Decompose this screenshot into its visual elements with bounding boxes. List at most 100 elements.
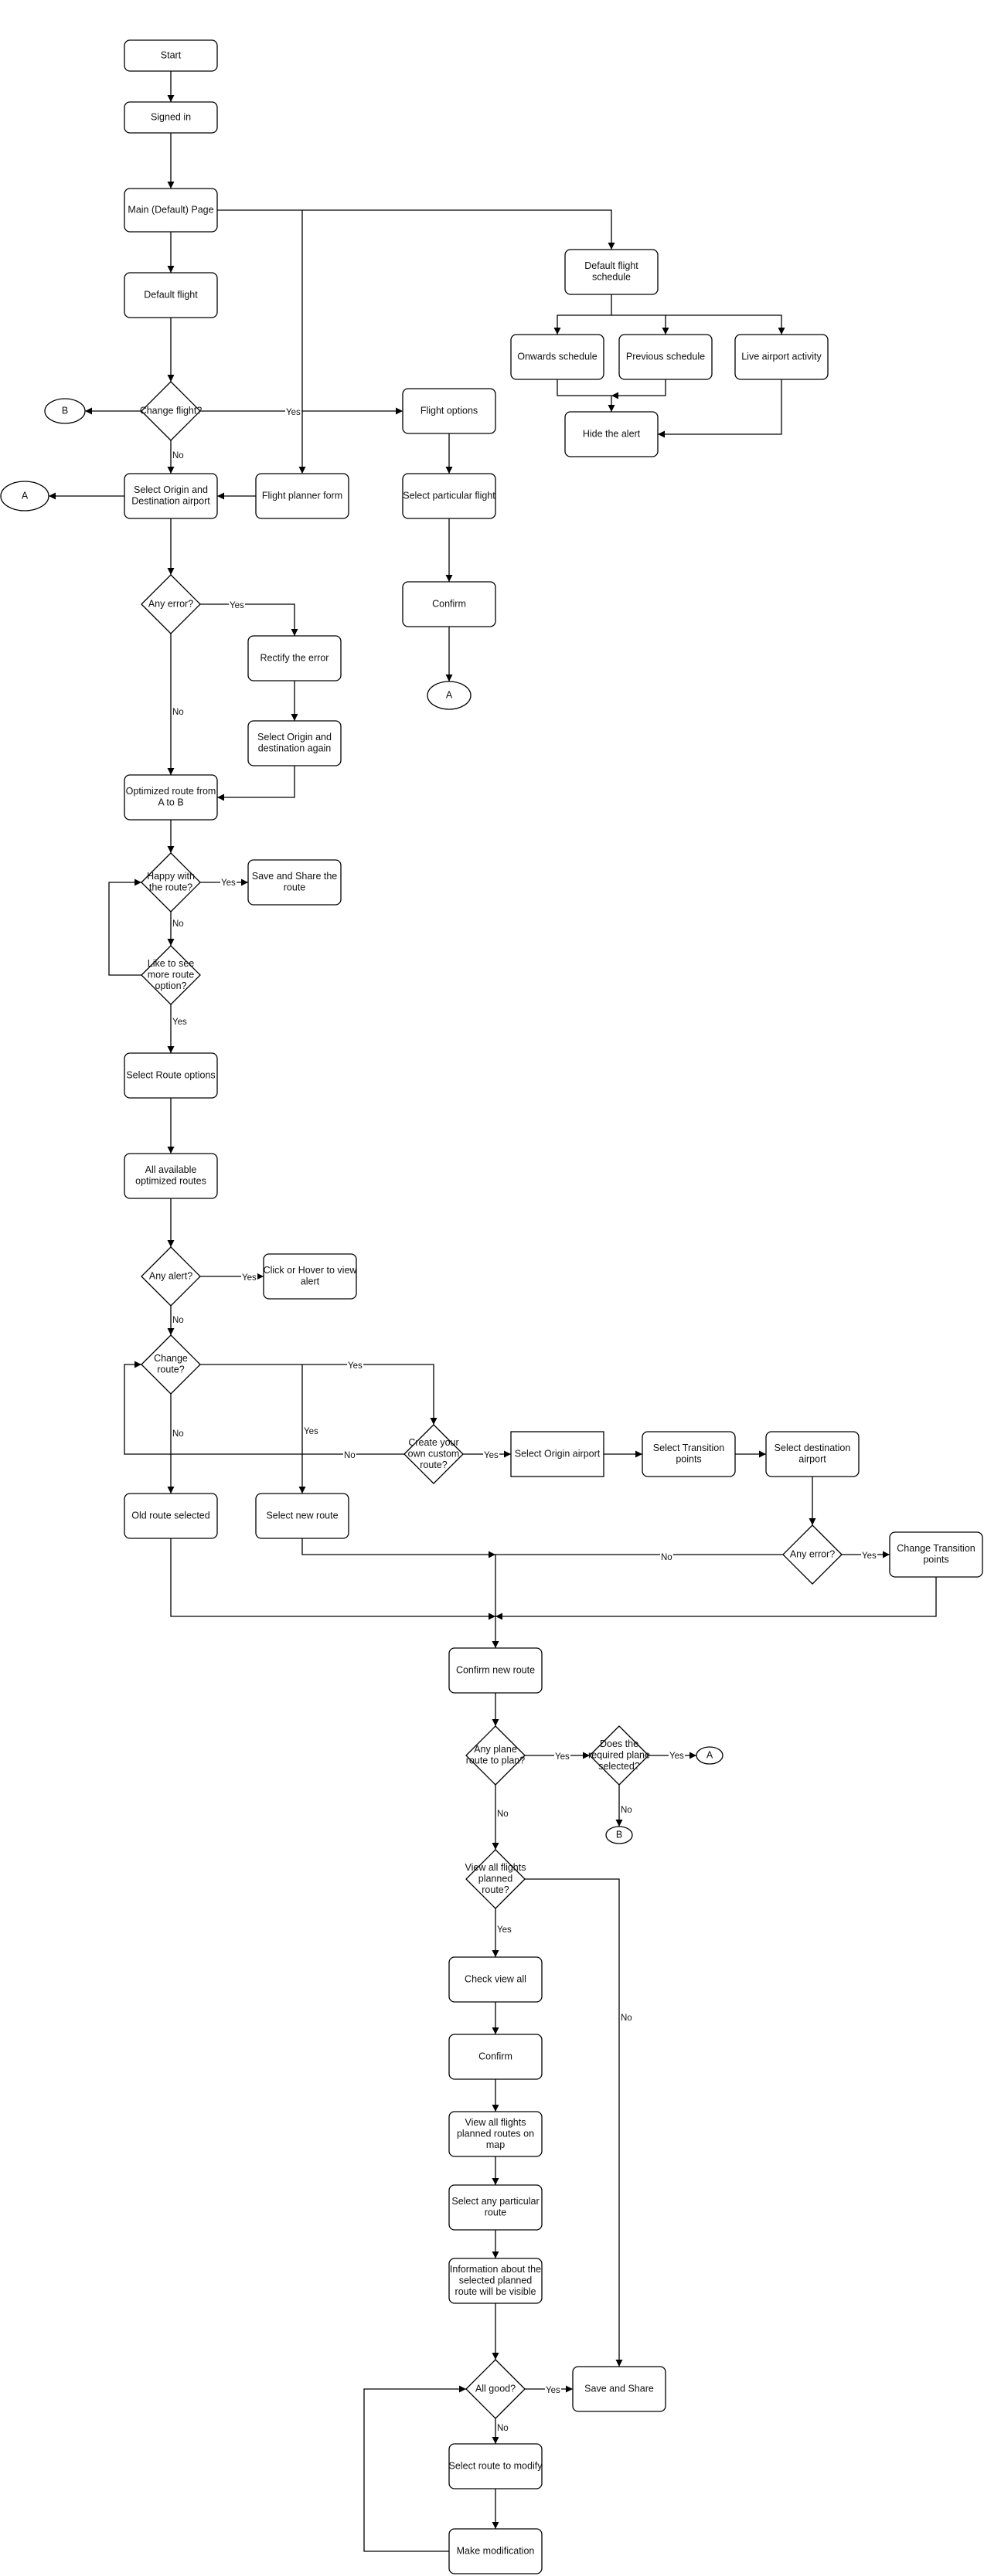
edge-label-plane_route-to-required_plane: Yes [555, 1752, 570, 1762]
edge-custom_route-to-change_route [124, 1361, 404, 1455]
edge-label-bg [303, 1427, 320, 1437]
edge-label-change_flight-to-flight_options: Yes [286, 408, 301, 417]
process-shape [448, 1647, 543, 1694]
node-label-line: Onwards schedule [517, 351, 598, 362]
node-flight-options: Flight options [402, 388, 496, 434]
node-label-line: Any plane [474, 1744, 517, 1755]
edge-label-bg [496, 1925, 513, 1935]
node-label-line: Select Origin and [257, 732, 332, 743]
edge-label-bg [285, 408, 302, 418]
edge-label-any_alert-to-click_hover: Yes [242, 1273, 257, 1283]
edge-label-bg [220, 878, 237, 889]
process-shape [564, 411, 659, 457]
node-label-line: Happy with [147, 871, 195, 882]
edge-label-custom_route-to-change_route: No [344, 1451, 356, 1460]
node-label-line: Start [161, 49, 182, 60]
node-label-line: Select Transition [653, 1443, 724, 1453]
process-shape [263, 1253, 357, 1300]
node-confirm-top: Confirm [402, 581, 496, 627]
process-shape [124, 473, 218, 519]
node-any-alert: Any alert? [141, 1246, 201, 1307]
process-shape [572, 2366, 666, 2412]
node-confirm-new-route: Confirm new route [448, 1647, 543, 1694]
process-shape [124, 1052, 218, 1099]
node-label-line: Default flight [144, 289, 198, 300]
node-label-line: Confirm new route [456, 1664, 535, 1675]
edge-main_page-to-default_schedule [302, 209, 615, 250]
process-shape [124, 39, 218, 72]
edge-label-view_all_q-to-save_share: No [621, 2014, 632, 2023]
node-label-line: Select any particular [451, 2196, 539, 2207]
node-label-line: View all flights [465, 2117, 526, 2128]
edge-like_more-to-happy [108, 878, 141, 976]
decision-shape [403, 1424, 464, 1484]
node-confirm-bottom: Confirm [448, 2034, 543, 2080]
node-label-line: route to plan? [466, 1755, 525, 1766]
process-shape [124, 1153, 218, 1199]
process-shape [448, 2111, 543, 2157]
edge-live_activity-to-hide_alert [658, 379, 782, 438]
node-label-line: Make modification [457, 2545, 535, 2556]
node-label-line: Any alert? [149, 1270, 192, 1281]
process-shape [564, 249, 659, 295]
edge-main_page-to-planner_form [217, 209, 306, 474]
edge-label-bg [483, 1451, 500, 1461]
edge-label-bg [496, 1810, 509, 1820]
edge-label-bg [172, 708, 185, 718]
node-label-line: B [62, 405, 68, 416]
edge-default_schedule-to-onwards [553, 294, 612, 335]
edge-label-bg [496, 2424, 509, 2434]
decision-shape [782, 1524, 843, 1585]
edge-label-bg [229, 601, 246, 611]
node-save-share: Save and Share [572, 2366, 666, 2412]
edge-new_route-to-confirm_new_route [301, 1538, 495, 1558]
node-label-line: planned routes on [457, 2128, 534, 2139]
node-hide-alert: Hide the alert [564, 411, 659, 457]
edge-label-any_error_2-to-change_transition: Yes [862, 1551, 877, 1561]
edge-label-bg [172, 1429, 185, 1439]
edge-view_all_q-to-save_share [525, 1878, 623, 2367]
edge-label-any_error_1-to-rectify: Yes [230, 601, 244, 610]
process-shape [618, 334, 713, 380]
process-shape [402, 581, 496, 627]
node-label-line: Select destination [775, 1443, 851, 1453]
node-old-route: Old route selected [124, 1493, 218, 1539]
node-label-line: Change [154, 1353, 188, 1364]
edge-change_transition-to-confirm_new_route [495, 1577, 937, 1620]
edge-make_modification-to-all_good [363, 2385, 466, 2552]
node-any-error-1: Any error? [141, 574, 201, 634]
node-label-line: Signed in [151, 111, 191, 122]
process-shape [642, 1431, 736, 1477]
connector-shape [0, 481, 49, 511]
node-label-line: route [485, 2207, 507, 2218]
process-shape [247, 859, 342, 906]
decision-shape [141, 574, 201, 634]
process-shape [448, 1956, 543, 2003]
decision-shape [141, 1246, 201, 1307]
decision-shape [141, 1334, 201, 1395]
node-label-line: Flight options [420, 405, 478, 416]
edge-label-required_plane-to-b_bottom: No [621, 1806, 632, 1815]
node-label-line: All good? [475, 2383, 516, 2394]
edge-old_route-to-confirm_new_route [170, 1538, 495, 1620]
node-label-line: option? [155, 980, 186, 991]
edge-select_od_again-to-optimized_route [217, 766, 295, 801]
node-make-modification: Make modification [448, 2528, 543, 2574]
edge-label-all_good-to-save_share: Yes [546, 2386, 560, 2395]
edge-label-change_route-to-custom_route: Yes [348, 1361, 363, 1371]
node-label-line: Information about the [450, 2264, 541, 2275]
edge-label-bg [620, 1806, 633, 1816]
node-a-mid: A [427, 681, 472, 710]
node-label-line: Select Route options [126, 1069, 215, 1080]
